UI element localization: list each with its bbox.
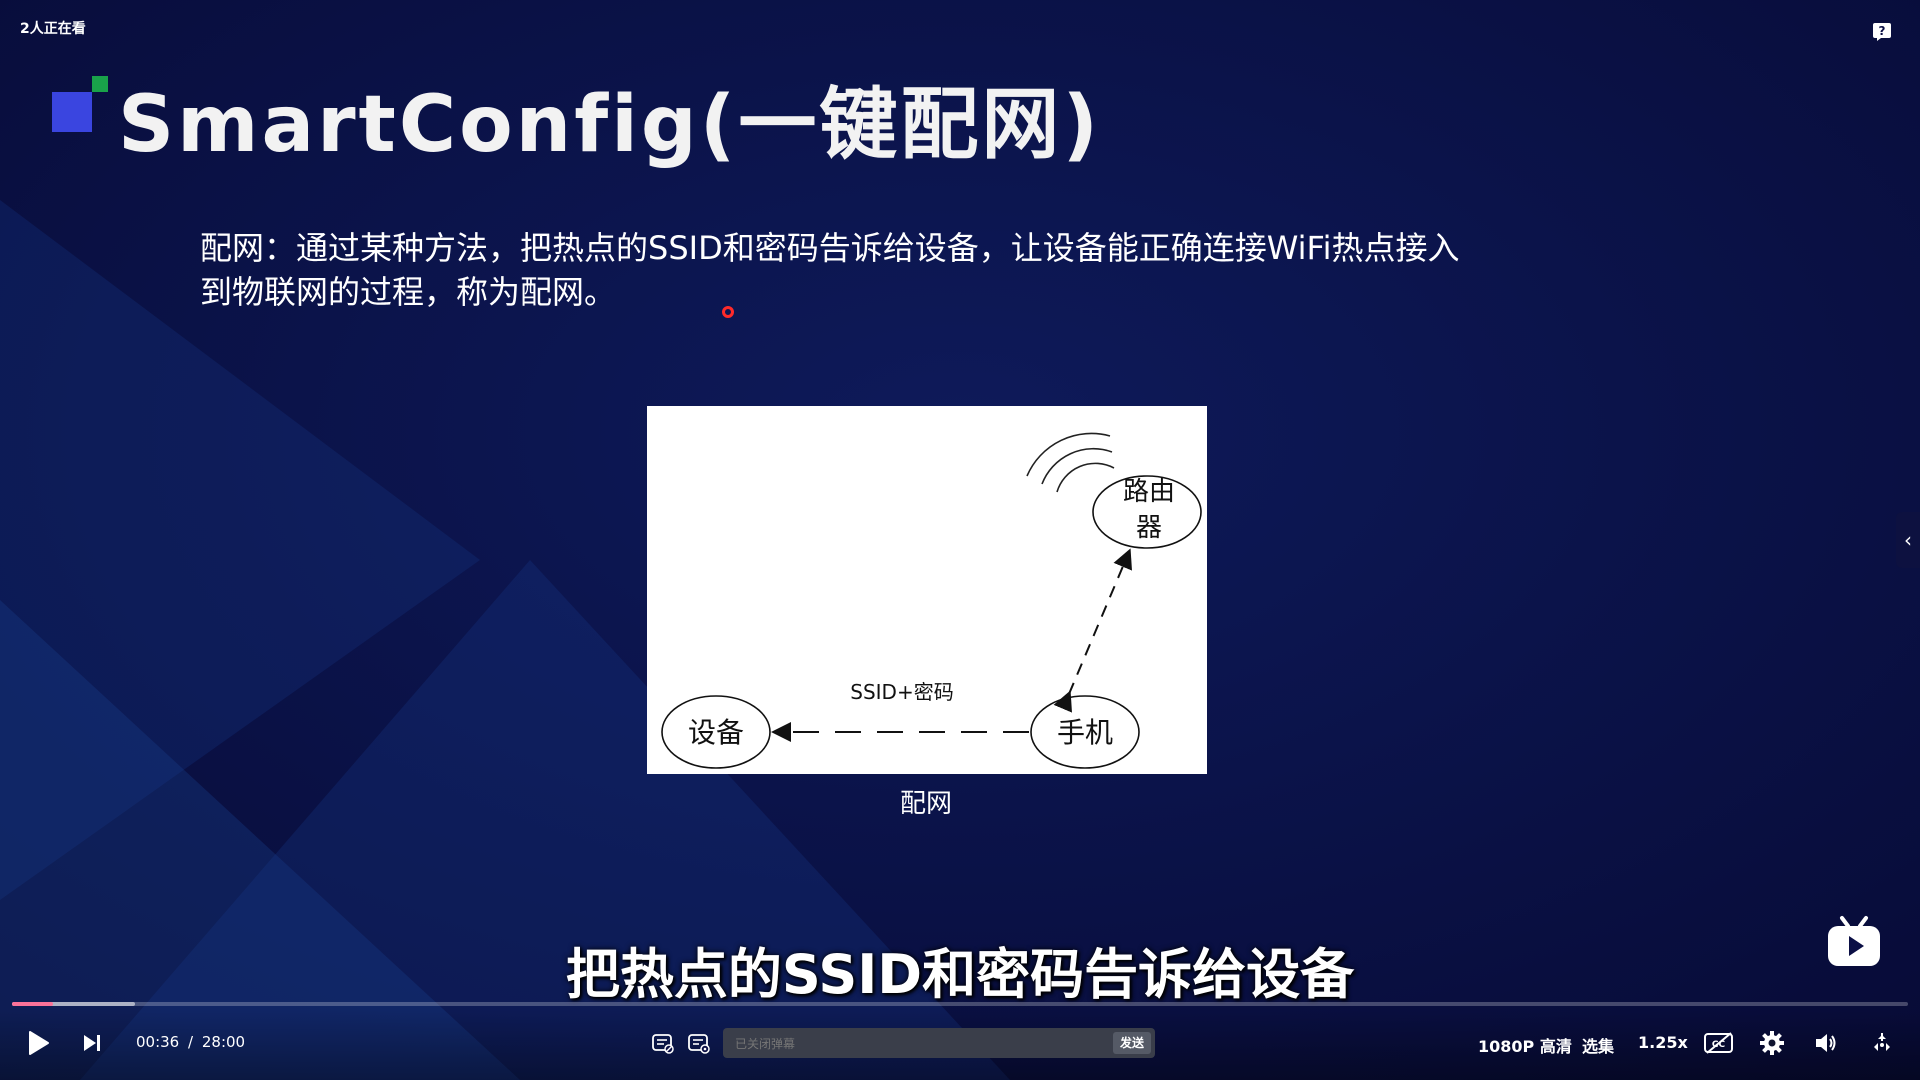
wifi-signal-icon bbox=[1026, 432, 1115, 493]
time-separator: / bbox=[188, 1033, 194, 1051]
volume-icon[interactable] bbox=[1814, 1032, 1838, 1054]
diagram-caption: 配网 bbox=[899, 789, 952, 819]
slide-body-line-2: 到物联网的过程，称为配网。 bbox=[200, 273, 617, 311]
title-logo bbox=[52, 76, 108, 132]
ssid-password-label: SSID+密码 bbox=[850, 680, 953, 704]
svg-text:CC: CC bbox=[1712, 1040, 1726, 1050]
subtitle-off-icon[interactable]: CC bbox=[1704, 1032, 1734, 1054]
diagram-svg: 路由 器 手机 设备 SSID+密码 bbox=[661, 432, 1202, 769]
quality-selector[interactable]: 1080P 高清 bbox=[1478, 1037, 1572, 1056]
phone-label: 手机 bbox=[1057, 716, 1113, 749]
router-node bbox=[1092, 475, 1202, 549]
bilibili-tv-icon[interactable] bbox=[1826, 914, 1882, 970]
router-label-1: 路由 bbox=[1123, 477, 1175, 507]
svg-text:?: ? bbox=[1879, 24, 1886, 38]
help-icon[interactable]: ? bbox=[1872, 22, 1892, 42]
episodes-button[interactable]: 选集 bbox=[1582, 1037, 1615, 1056]
slide-title: SmartConfig(一键配网) bbox=[118, 80, 1102, 170]
side-panel-toggle[interactable]: ‹ bbox=[1896, 512, 1920, 568]
video-subtitle: 把热点的SSID和密码告诉给设备 bbox=[565, 943, 1355, 1006]
current-time: 00:36 bbox=[136, 1033, 180, 1051]
send-button[interactable]: 发送 bbox=[1113, 1032, 1151, 1054]
chevron-left-icon: ‹ bbox=[1904, 528, 1912, 552]
progress-played bbox=[12, 1002, 53, 1006]
progress-buffer bbox=[12, 1002, 136, 1006]
device-label: 设备 bbox=[688, 716, 744, 749]
play-icon[interactable] bbox=[26, 1030, 50, 1056]
time-display: 00:36 / 28:00 bbox=[136, 1033, 245, 1051]
fullscreen-icon[interactable] bbox=[1870, 1031, 1894, 1055]
router-label-2: 器 bbox=[1136, 513, 1162, 543]
router-phone-link bbox=[1053, 548, 1132, 713]
next-icon[interactable] bbox=[82, 1033, 102, 1053]
slide-body-text: 配网：通过某种方法，把热点的SSID和密码告诉给设备，让设备能正确连接WiFi热… bbox=[200, 226, 1640, 314]
gear-icon[interactable] bbox=[1760, 1031, 1784, 1055]
device-node bbox=[661, 695, 771, 769]
progress-bar[interactable] bbox=[12, 1002, 1908, 1006]
slide-body-line-1: 配网：通过某种方法，把热点的SSID和密码告诉给设备，让设备能正确连接WiFi热… bbox=[200, 229, 1460, 267]
playback-speed-button[interactable]: 1.25x bbox=[1638, 1033, 1688, 1052]
network-config-diagram: 路由 器 手机 设备 SSID+密码 bbox=[647, 406, 1207, 774]
danmaku-toggle-icon[interactable] bbox=[652, 1032, 674, 1054]
danmaku-input[interactable] bbox=[733, 1028, 1037, 1060]
danmaku-input-box: 发送 bbox=[723, 1028, 1155, 1060]
danmaku-settings-icon[interactable] bbox=[688, 1032, 710, 1054]
viewer-count: 2人正在看 bbox=[20, 21, 86, 37]
total-duration: 28:00 bbox=[201, 1033, 246, 1051]
laser-pointer bbox=[722, 306, 734, 318]
